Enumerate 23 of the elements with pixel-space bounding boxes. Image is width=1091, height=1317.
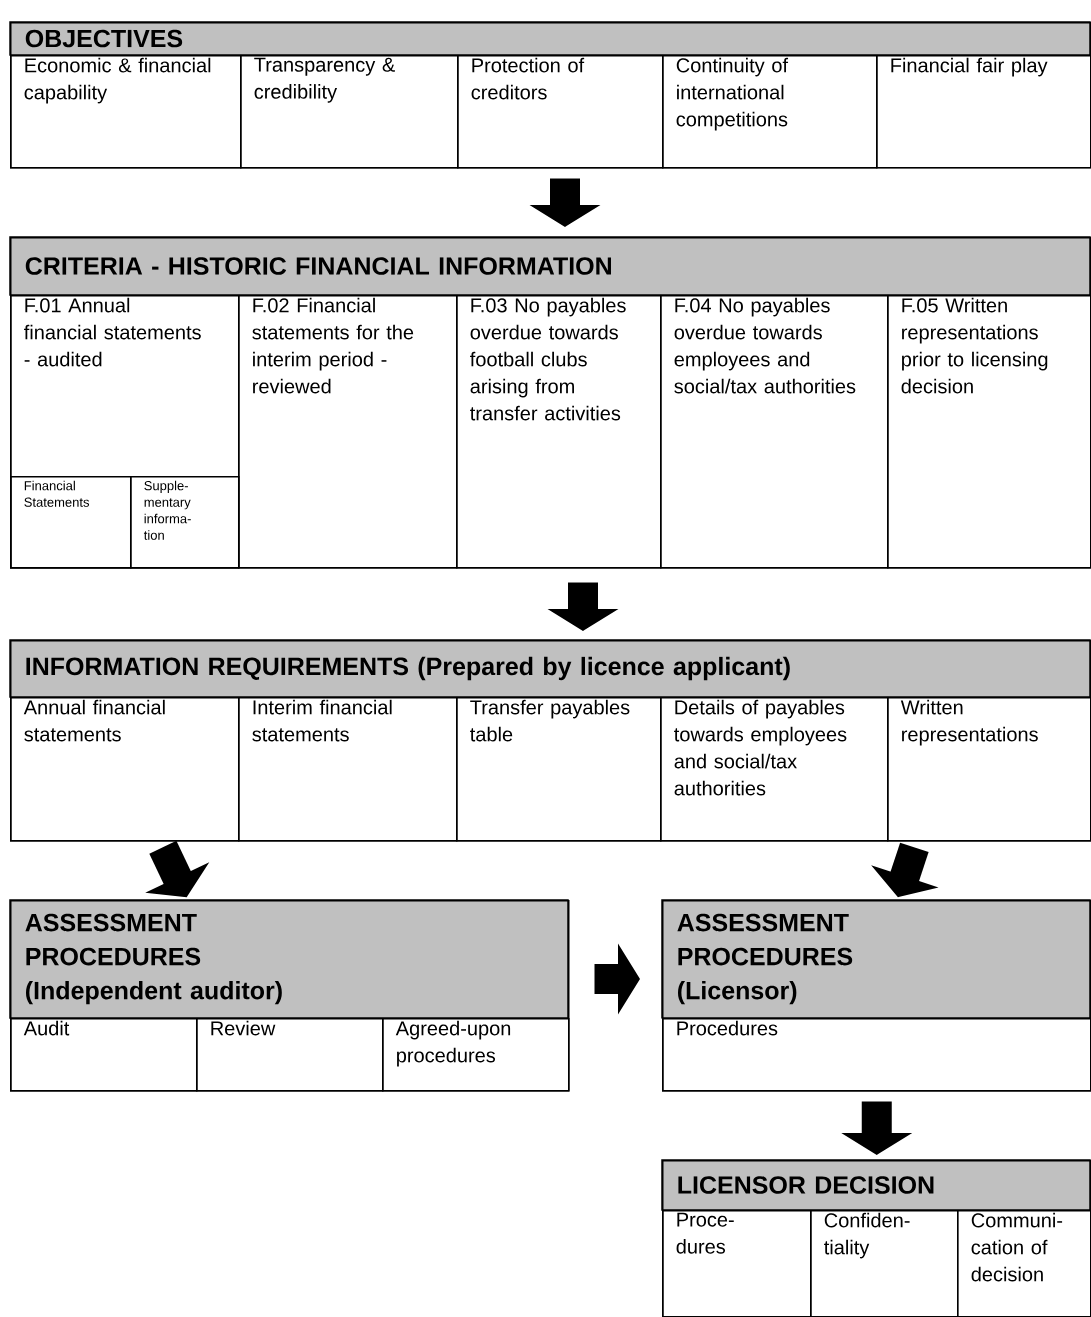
- table-cell: Annual financial statements: [10, 697, 240, 842]
- table-cell: Confiden- tiality: [810, 1210, 959, 1317]
- table-cell: Transfer payables table: [456, 697, 662, 842]
- table-cell: Interim financial statements: [238, 697, 458, 842]
- table-cell: Continuity of international competitions: [662, 55, 878, 169]
- table-cell: Protection of creditors: [457, 55, 664, 169]
- table-cell: F.05 Written representations prior to licensing decision: [887, 295, 1091, 569]
- table-cell: Financial Statements: [10, 476, 132, 569]
- table-cell: F.03 No payables overdue towards football clubs arising from transfer activities: [456, 295, 662, 569]
- table-cell: Audit: [10, 1018, 198, 1092]
- table-cell: Procedures: [662, 1018, 1091, 1092]
- table-cell: Review: [196, 1018, 384, 1092]
- table-cell: Communi- cation of decision: [957, 1210, 1091, 1317]
- table-cell: Agreed-upon procedures: [382, 1018, 570, 1092]
- table-cell: Supple- mentary informa- tion: [130, 476, 240, 569]
- table-cell: Economic & financial capability: [10, 55, 242, 169]
- table-cell: Transparency & credibility: [240, 55, 459, 169]
- table-cell: F.04 No payables overdue towards employees and social/tax authorities: [660, 295, 889, 569]
- table-cell: Details of payables towards employees and social/tax authorities: [660, 697, 889, 842]
- table-cell: Written representations: [887, 697, 1091, 842]
- table-cell: F.02 Financial statements for the interim period - reviewed: [238, 295, 458, 569]
- table-cell: Financial fair play: [876, 55, 1091, 169]
- table-cell: Proce- dures: [662, 1210, 812, 1317]
